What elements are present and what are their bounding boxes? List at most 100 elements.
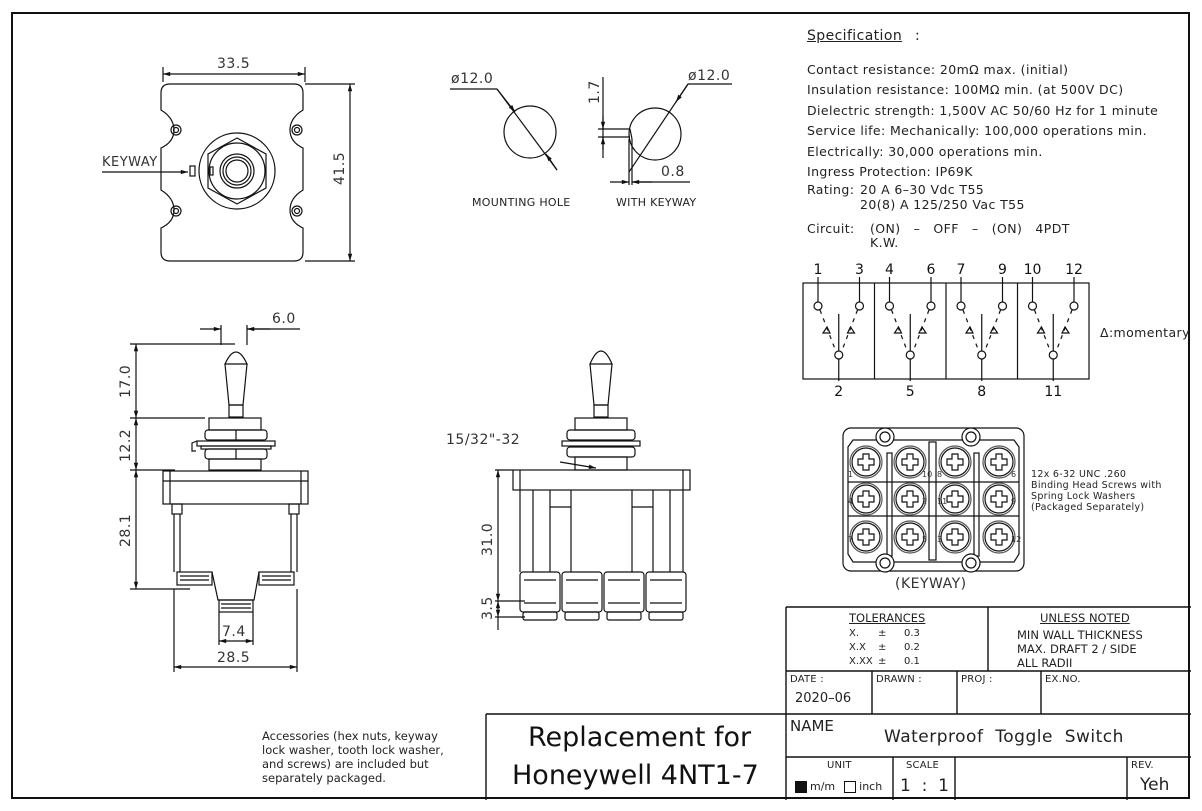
momentary-triangle xyxy=(989,325,999,334)
screw-note-line: Spring Lock Washers xyxy=(1031,491,1136,502)
terminal-node xyxy=(956,301,966,311)
terminal-number: 6 xyxy=(926,262,936,278)
contact-path xyxy=(984,309,1002,352)
screw-head-inner xyxy=(984,522,1014,552)
screw-note-line: Binding Head Screws with xyxy=(1031,480,1162,491)
terminal-number: 4 xyxy=(885,262,894,278)
accessories-line: and screws) are included but xyxy=(262,757,429,771)
circuit-label: Circuit: xyxy=(807,221,855,236)
terminal-label: 7 xyxy=(848,535,854,544)
date-label: DATE : xyxy=(790,674,824,685)
screw-slot xyxy=(857,490,875,508)
rating-line-1: 20 A 6–30 Vdc T55 xyxy=(860,182,985,197)
unless-noted-title: UNLESS NOTED xyxy=(1040,611,1130,625)
screw-slot xyxy=(857,528,875,546)
contact-path xyxy=(1033,309,1051,352)
keyway-hole-caption: WITH KEYWAY xyxy=(616,196,697,209)
spec-line: Service life: Mechanically: 100,000 oper… xyxy=(807,123,1147,138)
scale-value: 1 : 1 xyxy=(900,776,949,796)
screw-note-line: 12x 6-32 UNC .260 xyxy=(1031,469,1127,480)
proj-label: PROJ : xyxy=(961,674,993,685)
terminal-label: 1 xyxy=(848,470,854,479)
lever-height-dim: 17.0 xyxy=(118,364,134,398)
keyway-hole-diameter: ø12.0 xyxy=(688,68,731,84)
lever-width-dim: 6.0 xyxy=(272,311,296,327)
momentary-triangle xyxy=(1061,325,1071,334)
terminal-label: 12 xyxy=(1011,535,1022,544)
terminal-node xyxy=(813,301,823,311)
spec-line: Dielectric strength: 1,500V AC 50/60 Hz … xyxy=(807,103,1159,118)
screw-head-inner xyxy=(984,484,1014,514)
terminal-number: 3 xyxy=(855,262,864,278)
common-terminal-number: 11 xyxy=(1044,384,1063,400)
screw-slot xyxy=(857,453,875,471)
screw-head xyxy=(938,520,972,554)
tolerance-value: 0.1 xyxy=(904,656,920,667)
momentary-triangle xyxy=(918,325,928,334)
mounting-lug xyxy=(875,427,895,447)
keyway-width-dim: 0.8 xyxy=(661,164,685,180)
mounting-lug-hole xyxy=(965,557,977,569)
terminal-node xyxy=(884,301,895,311)
unit-inch-checkbox[interactable] xyxy=(844,780,857,793)
momentary-triangle xyxy=(1036,325,1046,334)
terminal-label: 11 xyxy=(937,497,948,506)
screw-head xyxy=(849,445,883,479)
terminal-stack xyxy=(519,571,687,621)
momentary-triangle xyxy=(893,325,903,334)
terminal-label: 3 xyxy=(937,535,943,544)
screw-slot xyxy=(901,490,919,508)
tolerance-format: X.X xyxy=(849,642,866,653)
screw-head-inner xyxy=(895,522,925,552)
unit-mm-checkbox[interactable] xyxy=(795,780,807,793)
unless-noted-line: MIN WALL THICKNESS xyxy=(1017,628,1143,642)
body-width-dim: 28.5 xyxy=(217,650,251,666)
screw-head-inner xyxy=(851,447,881,477)
screw-slot xyxy=(946,528,964,546)
replacement-line-1: Replacement for xyxy=(528,722,752,753)
front-height-dim: 41.5 xyxy=(332,151,348,185)
circuit-value: (ON) – OFF – (ON) 4PDT xyxy=(870,221,1070,236)
ex-no-label: EX.NO. xyxy=(1045,674,1081,685)
terminal-number: 12 xyxy=(1065,262,1083,278)
terminal-node xyxy=(997,301,1008,311)
terminal-label: 6 xyxy=(1011,470,1017,479)
terminal-node xyxy=(926,301,936,311)
screw-slot xyxy=(946,453,964,471)
front-width-dim: 33.5 xyxy=(217,56,251,72)
screw-head-inner xyxy=(984,447,1014,477)
screw-slot xyxy=(990,528,1008,546)
unless-noted-line: MAX. DRAFT 2 / SIDE xyxy=(1017,642,1137,656)
keyway-hole-view xyxy=(598,77,732,185)
accessories-note: Accessories (hex nuts, keyway lock washe… xyxy=(262,729,444,785)
contact-path xyxy=(912,309,930,352)
screw-head xyxy=(893,520,927,554)
screw-slot xyxy=(990,490,1008,508)
screw-slot xyxy=(990,453,1008,471)
common-terminal-number: 5 xyxy=(905,384,915,400)
terminal-label: 2 xyxy=(922,497,928,506)
screw-head xyxy=(982,520,1016,554)
tolerance-value: 0.2 xyxy=(904,642,920,653)
mounting-lug xyxy=(961,427,981,447)
rating-label: Rating: xyxy=(807,182,855,197)
spec-title: Specification xyxy=(807,28,903,44)
rev-label: REV. xyxy=(1131,760,1154,771)
momentary-triangle xyxy=(964,325,974,334)
mounting-hole-view xyxy=(450,88,558,171)
terminal-node xyxy=(1027,301,1038,311)
tolerance-format: X. xyxy=(849,628,860,639)
tolerance-sign: ± xyxy=(878,642,887,653)
tolerance-sign: ± xyxy=(878,628,887,639)
scale-label: SCALE xyxy=(906,760,940,771)
screw-head-inner xyxy=(940,447,970,477)
screw-slot xyxy=(901,453,919,471)
mounting-lug xyxy=(961,553,981,573)
terminal-number: 1 xyxy=(813,262,823,278)
keyway-height-dim: 1.7 xyxy=(587,80,603,104)
side-view-right xyxy=(495,350,691,630)
screw-head xyxy=(849,482,883,516)
tolerance-format: X.XX xyxy=(849,656,873,667)
screw-head xyxy=(938,482,972,516)
